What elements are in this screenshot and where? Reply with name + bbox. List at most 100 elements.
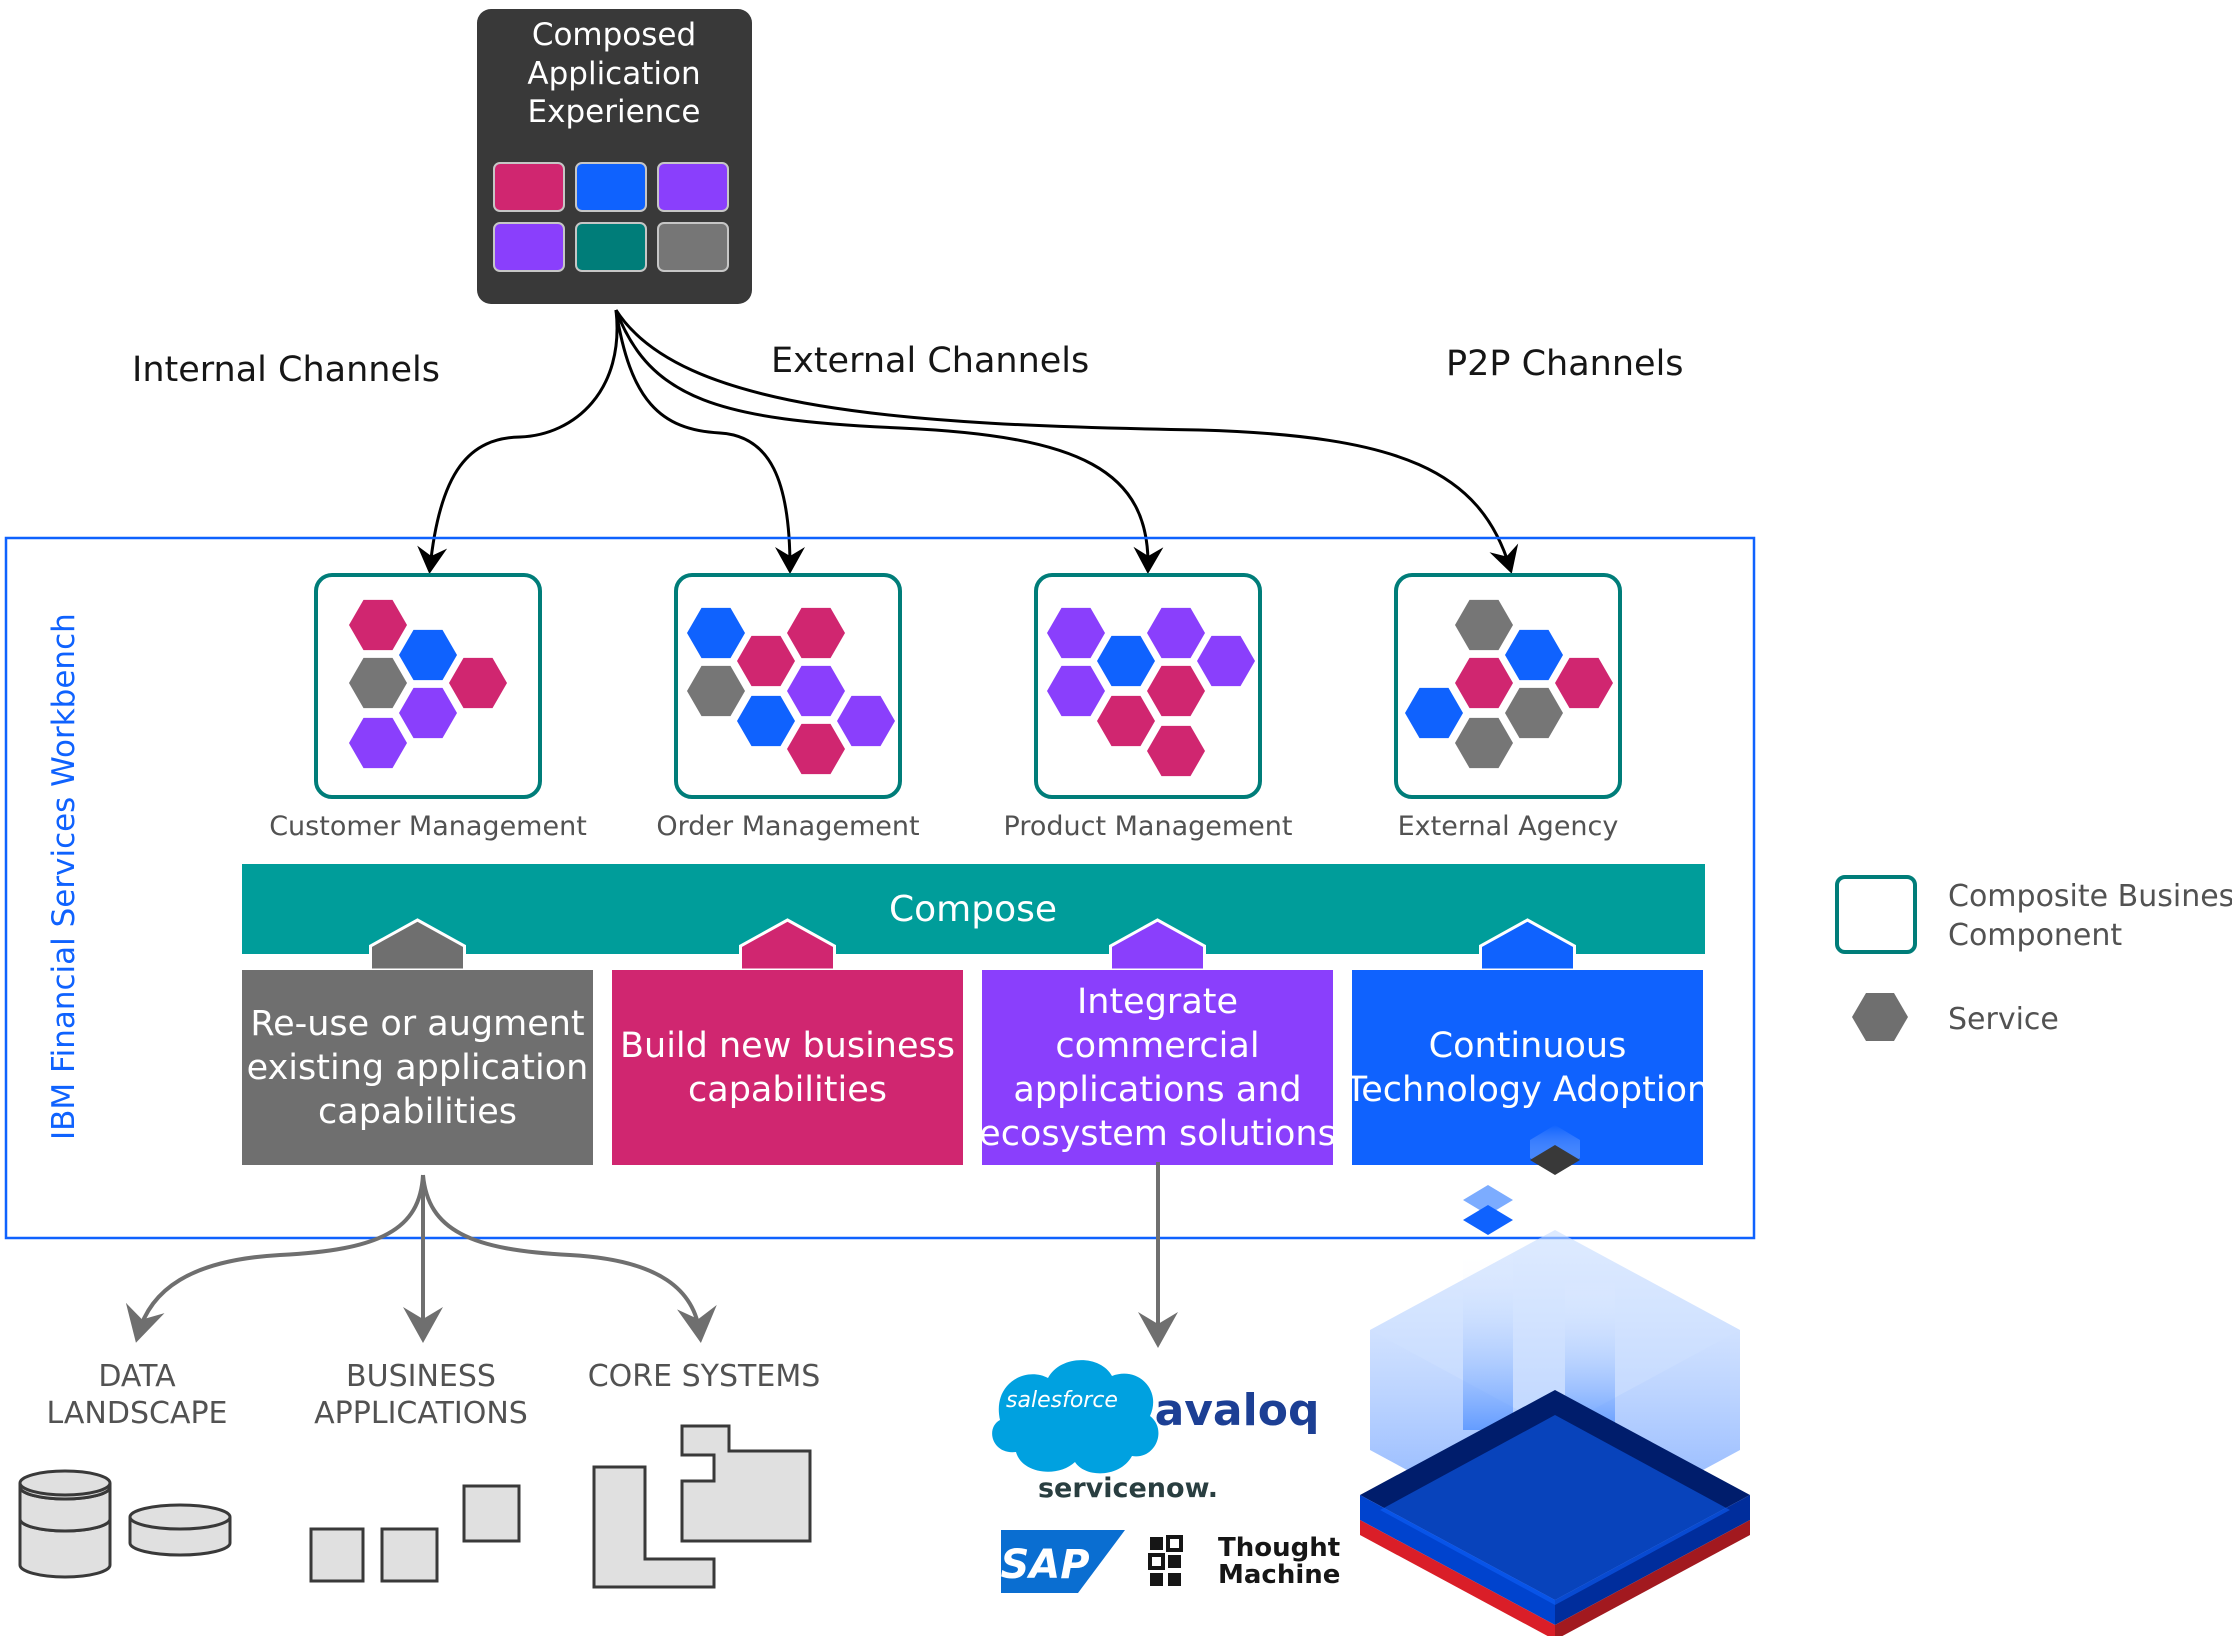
capability-label-line: ecosystem solutions [979, 1114, 1336, 1154]
service-hexagon-icon [349, 717, 407, 769]
arrow-to-customer-management [417, 309, 619, 574]
sap-logo: SAP [1000, 1530, 1125, 1593]
arrow-to-product-management [614, 309, 1164, 574]
composed-title-line-1: Composed [532, 17, 696, 53]
capability-panel [1352, 970, 1703, 1165]
avaloq-logo: avaloq [1155, 1385, 1320, 1436]
composed-title-line-3: Experience [528, 94, 701, 130]
database-icon [18, 1469, 232, 1579]
service-hexagon-icon [399, 629, 457, 681]
app-tile [493, 222, 565, 272]
workbench-label: IBM Financial Services Workbench [46, 613, 82, 1140]
service-hexagon-icon [1097, 635, 1155, 687]
channel-arrows [417, 309, 1519, 574]
legend-service-label: Service [1948, 1002, 2059, 1037]
business-apps-icon [309, 1484, 521, 1583]
app-tile [493, 162, 565, 212]
core-systems-icon [592, 1424, 812, 1589]
component-label: Product Management [1004, 811, 1293, 842]
core-systems-label: CORE SYSTEMS [588, 1359, 821, 1394]
business-applications-label-2: APPLICATIONS [314, 1396, 528, 1431]
capability-label-line: Build new business [620, 1026, 955, 1066]
capability-label-line: Integrate [1077, 982, 1238, 1022]
legend-composite-swatch [1835, 875, 1917, 954]
service-hexagon-icon [349, 599, 407, 651]
service-hexagon-icon [1147, 607, 1205, 659]
composed-application-card: Composed Application Experience [477, 9, 752, 304]
legend-composite-label-2: Component [1948, 918, 2122, 953]
service-hexagon-icon [1455, 717, 1513, 769]
legend: Composite Business Component Service [1835, 875, 2232, 1041]
service-hexagon-icon [1455, 599, 1513, 651]
capability-label-line: commercial [1055, 1026, 1259, 1066]
p2p-channels-label: P2P Channels [1446, 344, 1684, 384]
capability-label-line: capabilities [688, 1070, 887, 1110]
service-hexagon-icon [787, 723, 845, 775]
external-channels-label: External Channels [771, 341, 1089, 381]
capability-panel [612, 970, 963, 1165]
service-hexagon-icon [1555, 657, 1613, 709]
compose-label: Compose [889, 889, 1057, 930]
capability-label-line: Re-use or augment [250, 1004, 584, 1044]
capability-label-line: capabilities [318, 1092, 517, 1132]
app-tile [575, 222, 647, 272]
service-hexagon-icon [1147, 725, 1205, 777]
composed-title-line-2: Application [527, 56, 700, 92]
composite-component-2: Order Management [656, 573, 920, 842]
thought-machine-mark-icon [1148, 1535, 1183, 1586]
capability-label-line: applications and [1013, 1070, 1301, 1110]
service-hexagon-icon [737, 635, 795, 687]
arrow-to-external-agency [614, 309, 1519, 574]
capability-panel [982, 970, 1333, 1165]
service-hexagon-icon [1505, 687, 1563, 739]
service-hexagon-icon [737, 695, 795, 747]
service-hexagon-icon [1047, 607, 1105, 659]
service-hexagon-icon [1505, 629, 1563, 681]
thought-machine-line-2: Machine [1218, 1560, 1340, 1590]
system-arrows [125, 1162, 1178, 1348]
service-hexagon-icon [1147, 665, 1205, 717]
arrow-to-core-systems [421, 1174, 717, 1343]
service-hexagon-icon [687, 607, 745, 659]
thought-machine-line-1: Thought [1218, 1533, 1340, 1563]
capability-panel [242, 970, 593, 1165]
component-label: Order Management [656, 811, 919, 842]
data-landscape-label-1: DATA [98, 1359, 176, 1394]
component-box [314, 573, 542, 799]
app-tile [657, 222, 729, 272]
app-tile [575, 162, 647, 212]
service-hexagon-icon [1197, 635, 1255, 687]
service-hexagon-icon [837, 695, 895, 747]
capability-label-line: Continuous [1429, 1026, 1627, 1066]
composite-component-4: External Agency [1394, 573, 1622, 842]
service-hexagon-icon [787, 665, 845, 717]
composite-component-1: Customer Management [269, 573, 587, 842]
app-tiles [493, 162, 729, 272]
salesforce-logo: salesforce [992, 1360, 1159, 1474]
service-hexagon-icon [687, 665, 745, 717]
compose-bar [242, 864, 1705, 954]
internal-channels-label: Internal Channels [132, 350, 440, 390]
composite-component-3: Product Management [1004, 573, 1293, 842]
service-hexagon-icon [1047, 665, 1105, 717]
arrow-to-data-landscape [125, 1174, 425, 1343]
business-applications-label-1: BUSINESS [346, 1359, 496, 1394]
workbench-frame [4, 536, 1756, 1240]
capability-label-line: Technology Adoption [1345, 1070, 1709, 1110]
sap-wordmark: SAP [1000, 1542, 1089, 1588]
servicenow-logo: servicenow. [1038, 1473, 1218, 1504]
technology-cube-illustration [1360, 1125, 1750, 1636]
service-hexagon-icon [787, 607, 845, 659]
legend-composite-label-1: Composite Business [1948, 879, 2232, 914]
salesforce-wordmark: salesforce [1006, 1388, 1118, 1413]
app-tile [657, 162, 729, 212]
service-hexagon-icon [1455, 657, 1513, 709]
data-landscape-label-2: LANDSCAPE [46, 1396, 227, 1431]
service-hexagon-icon [449, 657, 507, 709]
service-hexagon-icon [349, 657, 407, 709]
